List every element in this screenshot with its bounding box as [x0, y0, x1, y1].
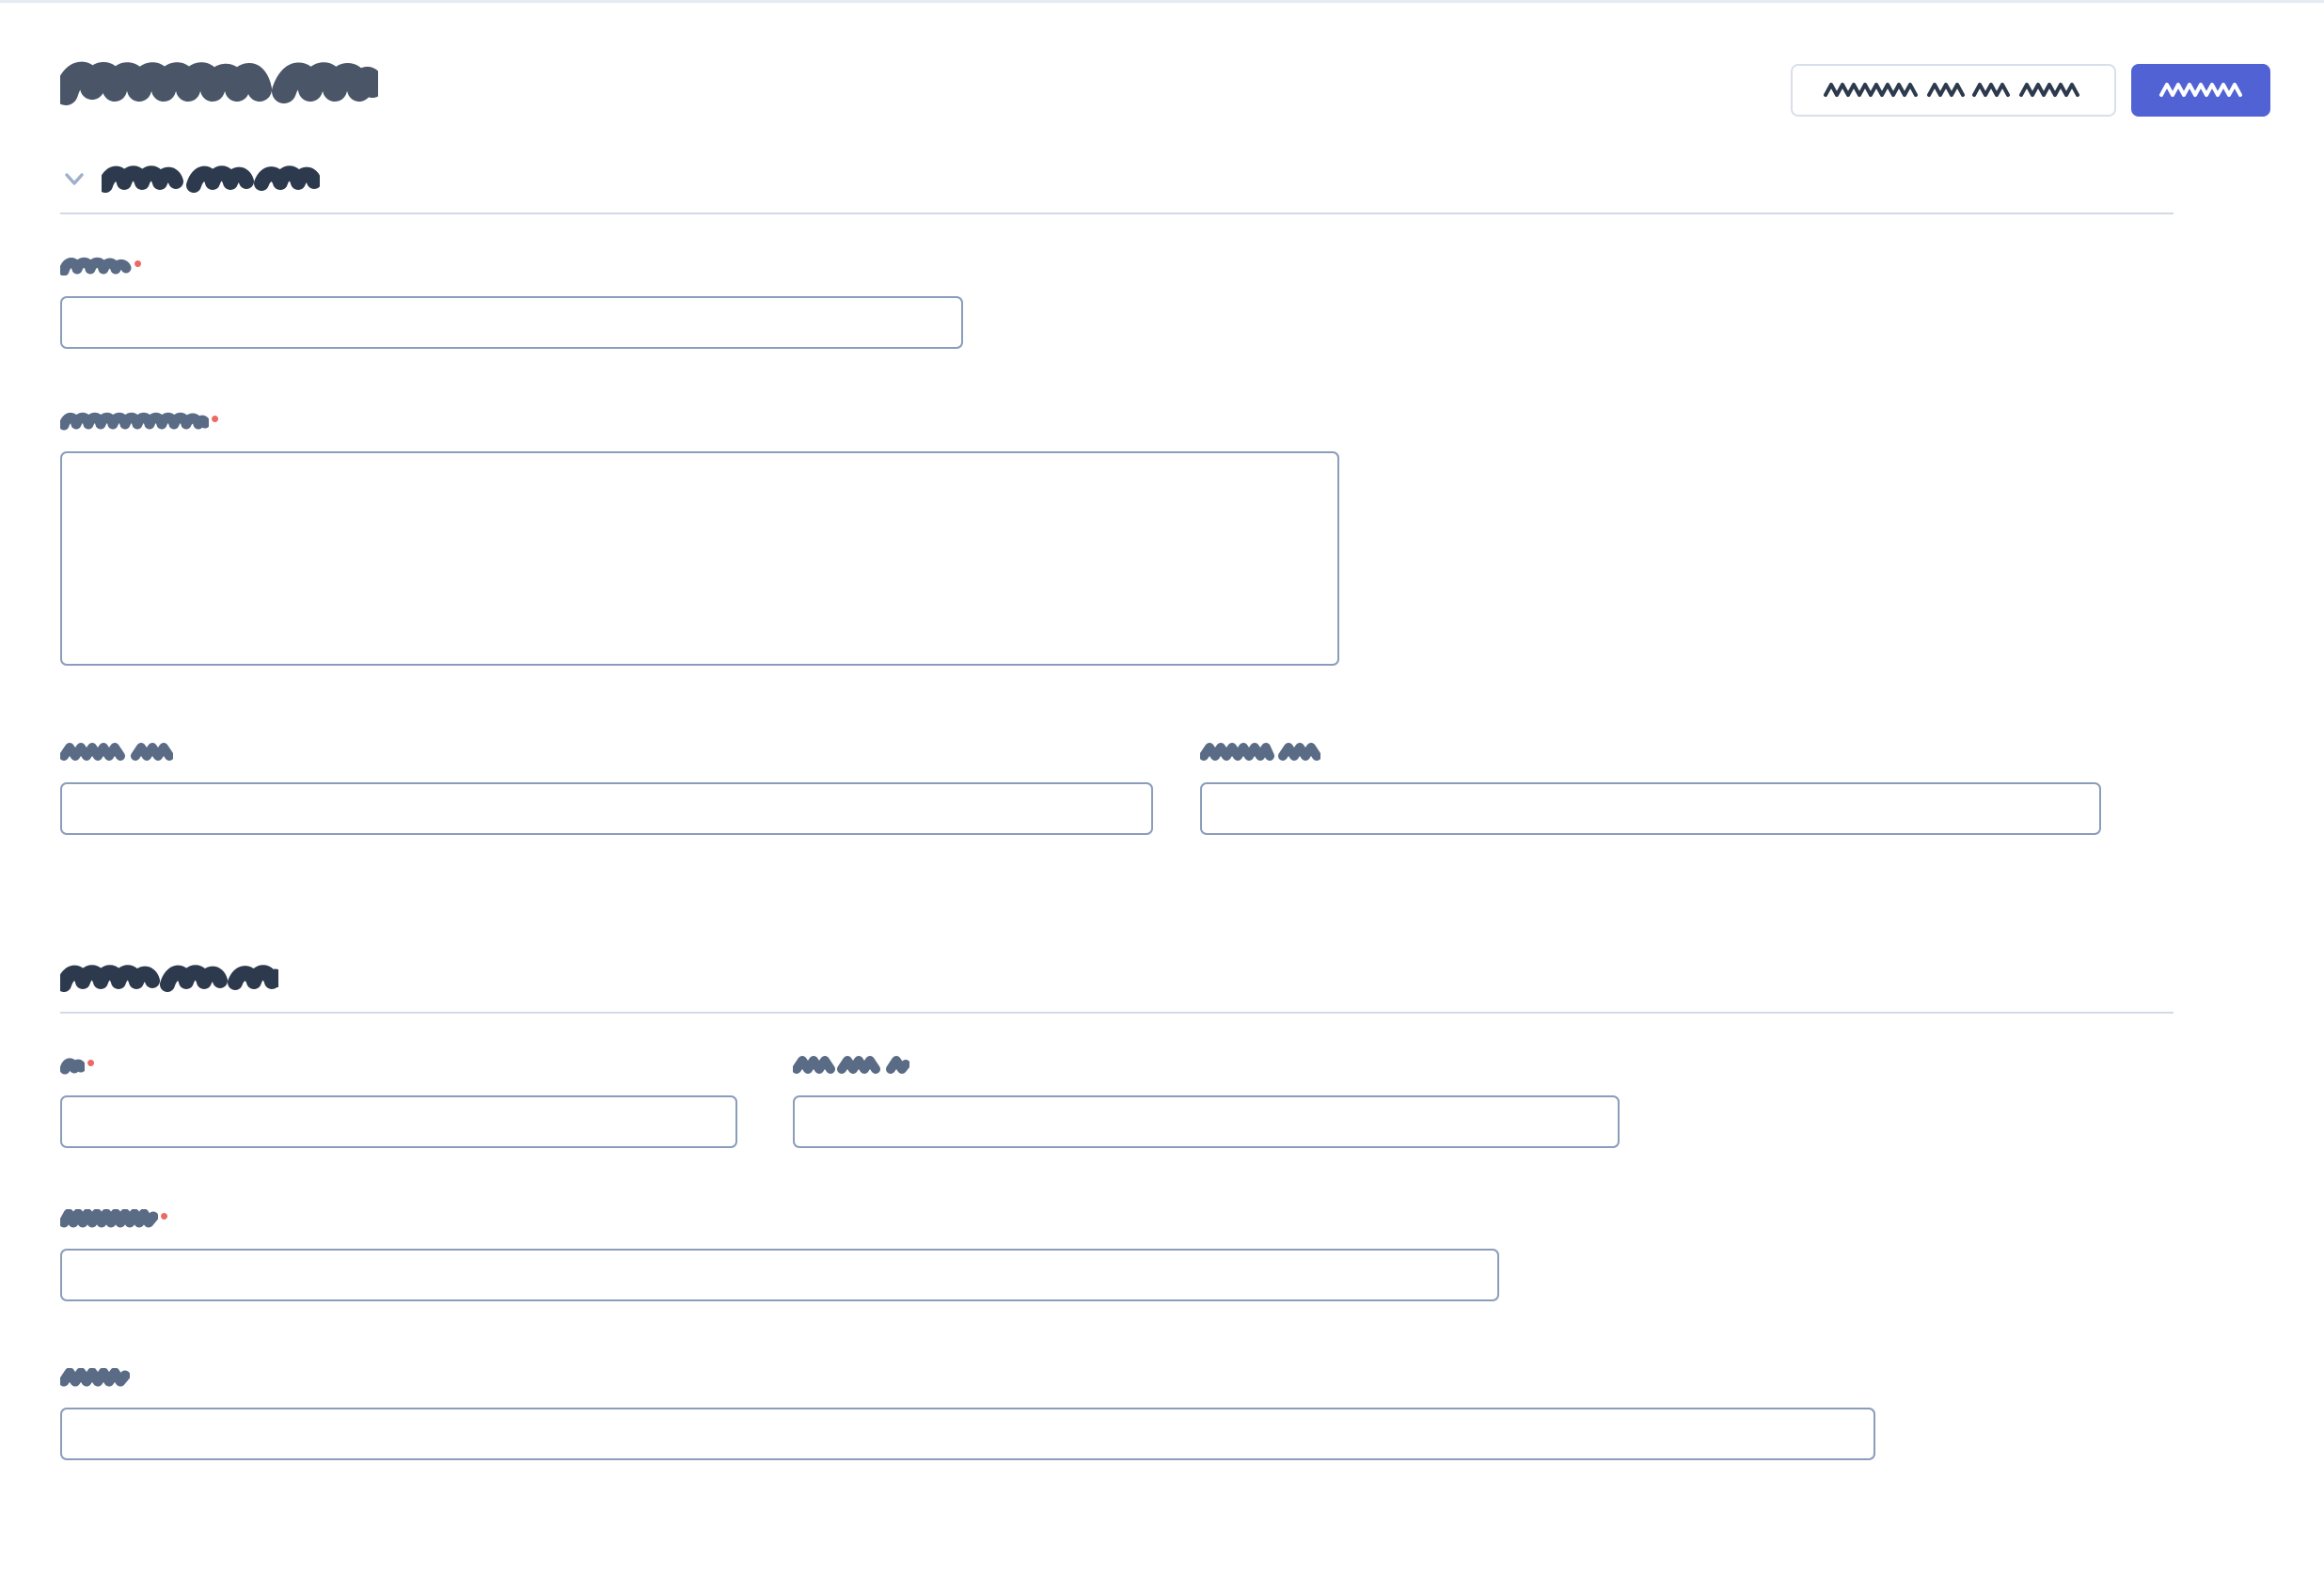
header-primary-button[interactable] — [2131, 64, 2270, 117]
field-2-required-marker: • — [211, 404, 220, 433]
field-7-label-redacted-text — [60, 1209, 158, 1228]
field-1-label-redacted-text — [60, 257, 132, 275]
page-header — [0, 52, 2324, 127]
section-general: • • — [60, 163, 2174, 835]
field-6-input[interactable] — [793, 1095, 1620, 1148]
header-actions — [1791, 64, 2270, 117]
field-3-label — [60, 743, 1153, 767]
field-row-2: • — [60, 404, 1339, 670]
field-row-5-left: • — [60, 1048, 737, 1148]
header-secondary-button[interactable] — [1791, 64, 2116, 117]
field-row-6: • — [60, 1202, 1499, 1301]
field-5-label: • — [60, 1048, 737, 1080]
section-general-header[interactable] — [60, 163, 2174, 195]
field-5-label-redacted-text — [60, 1056, 85, 1075]
page-title — [60, 61, 378, 106]
field-row-1: • — [60, 249, 963, 349]
section-details-header — [60, 962, 2174, 994]
field-8-label — [60, 1368, 1875, 1393]
field-8-input[interactable] — [60, 1408, 1875, 1460]
section-details-divider — [60, 1012, 2174, 1014]
section-general-title-redacted-text — [102, 165, 320, 193]
section-details-title-redacted-text — [60, 964, 278, 992]
page-title-redacted-text — [60, 61, 378, 106]
field-1-label: • — [60, 249, 963, 281]
field-1-required-marker: • — [134, 249, 143, 277]
header-primary-button-redacted-label — [2158, 80, 2244, 101]
field-7-required-marker: • — [160, 1202, 169, 1230]
section-general-divider — [60, 212, 2174, 214]
field-4-label-redacted-text — [1200, 743, 1320, 762]
field-6-label — [793, 1056, 1620, 1080]
field-2-label-redacted-text — [60, 412, 209, 431]
field-4-label — [1200, 743, 2101, 767]
field-8-label-redacted-text — [60, 1368, 130, 1387]
field-row-3-right — [1200, 743, 2101, 835]
field-5-input[interactable] — [60, 1095, 737, 1148]
field-row-7 — [60, 1368, 1875, 1460]
field-row-3-left — [60, 743, 1153, 835]
field-6-label-redacted-text — [793, 1056, 909, 1075]
field-2-textarea[interactable] — [60, 451, 1339, 666]
field-3-input[interactable] — [60, 782, 1153, 835]
section-details: • • — [60, 962, 2174, 1460]
field-3-label-redacted-text — [60, 743, 173, 762]
field-4-input[interactable] — [1200, 782, 2101, 835]
field-7-input[interactable] — [60, 1249, 1499, 1301]
header-secondary-button-redacted-label — [1822, 80, 2085, 101]
field-row-5-right — [793, 1056, 1620, 1148]
chevron-down-icon[interactable] — [60, 165, 88, 193]
field-1-input[interactable] — [60, 296, 963, 349]
field-5-required-marker: • — [87, 1048, 96, 1077]
field-7-label: • — [60, 1202, 1499, 1234]
field-2-label: • — [60, 404, 1339, 436]
